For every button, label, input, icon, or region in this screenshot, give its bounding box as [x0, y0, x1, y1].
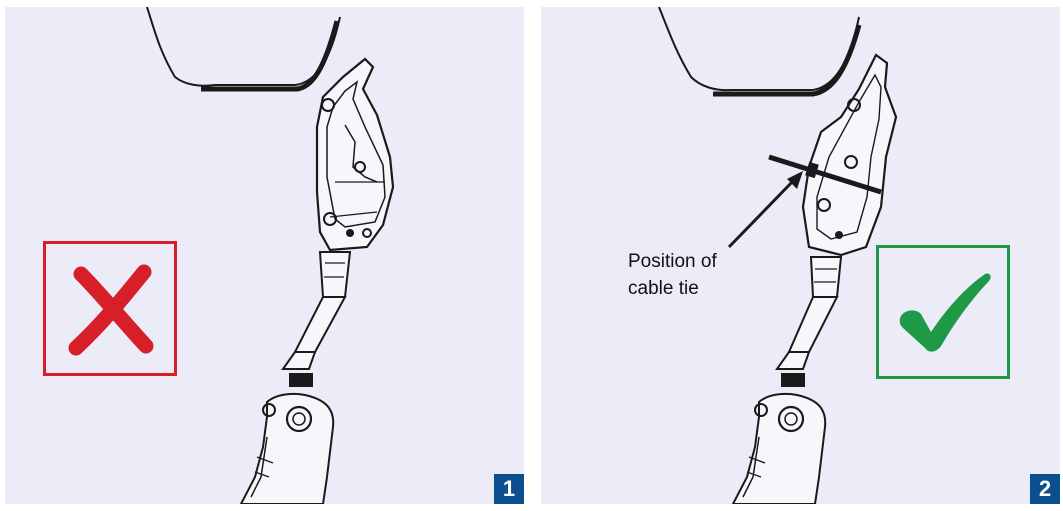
annotation-line-2: cable tie	[628, 278, 699, 299]
correct-mark-box	[876, 245, 1010, 379]
prosthesis-drawing-correct	[541, 7, 1060, 504]
panel-incorrect: 1	[5, 7, 524, 504]
checkmark-icon	[899, 273, 991, 352]
panel-correct: Position of cable tie 2	[541, 7, 1060, 504]
annotation-line-1: Position of	[628, 251, 717, 272]
panel-number-badge: 1	[494, 474, 524, 504]
panel-number-badge: 2	[1030, 474, 1060, 504]
incorrect-mark-box	[43, 241, 177, 376]
cable-tie-annotation: Position of cable tie	[628, 248, 768, 302]
prosthesis-drawing-incorrect	[5, 7, 524, 504]
cross-icon	[68, 264, 154, 356]
